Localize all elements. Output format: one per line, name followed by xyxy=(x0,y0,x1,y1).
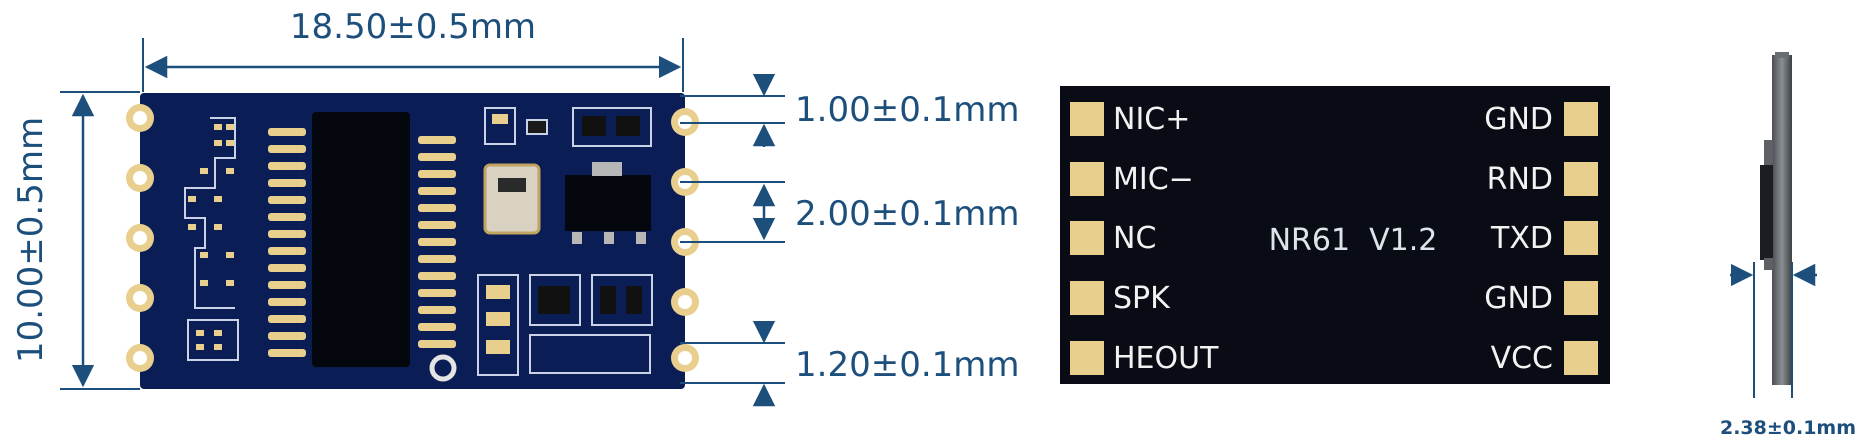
pcb-side-view xyxy=(1760,52,1792,385)
pin-label-right-3: TXD xyxy=(1490,221,1553,256)
height-label: 10.00±0.5mm xyxy=(11,117,51,363)
pad-bottom-margin-label: 1.20±0.1mm xyxy=(795,345,1020,385)
pad-top-margin-dimension: 1.00±0.1mm xyxy=(680,73,1020,147)
pin-label-right-2: RND xyxy=(1487,162,1553,197)
pin-label-right-1: GND xyxy=(1484,102,1553,137)
silkscreen-outline xyxy=(184,117,239,361)
pin-label-left-1: NIC+ xyxy=(1113,102,1190,137)
width-dimension: 18.50±0.5mm xyxy=(142,7,684,92)
width-label: 18.50±0.5mm xyxy=(290,7,536,47)
board-silkscreen-label: NR61 V1.2 xyxy=(1269,223,1438,258)
thickness-label: 2.38±0.1mm xyxy=(1720,417,1856,439)
pin-pitch-dimension: 2.00±0.1mm xyxy=(680,181,1020,243)
regulator-chip xyxy=(565,162,651,244)
pin-label-left-2: MIC− xyxy=(1113,162,1194,197)
thickness-dimension: 2.38±0.1mm xyxy=(1720,262,1856,439)
left-castellated-pads xyxy=(126,104,154,372)
back-right-pads xyxy=(1564,102,1598,375)
main-ic-chip xyxy=(268,112,456,367)
pin-label-left-3: NC xyxy=(1113,221,1156,256)
crystal-oscillator xyxy=(483,163,541,235)
pin-label-left-5: HEOUT xyxy=(1113,341,1219,376)
height-dimension: 10.00±0.5mm xyxy=(11,91,140,390)
footprint-pads xyxy=(188,124,234,350)
pin-label-right-4: GND xyxy=(1484,281,1553,316)
pin-pitch-label: 2.00±0.1mm xyxy=(795,194,1020,234)
passive-components xyxy=(429,107,653,382)
pad-top-margin-label: 1.00±0.1mm xyxy=(795,90,1020,130)
pin-label-left-4: SPK xyxy=(1113,281,1171,316)
pin-label-right-5: VCC xyxy=(1491,341,1553,376)
back-left-pads xyxy=(1070,102,1104,375)
pcb-front-view xyxy=(126,93,699,389)
pad-bottom-margin-dimension: 1.20±0.1mm xyxy=(680,320,1020,407)
pcb-back-view: NIC+ MIC− NC SPK HEOUT GND RND TXD GND V… xyxy=(1060,86,1610,384)
